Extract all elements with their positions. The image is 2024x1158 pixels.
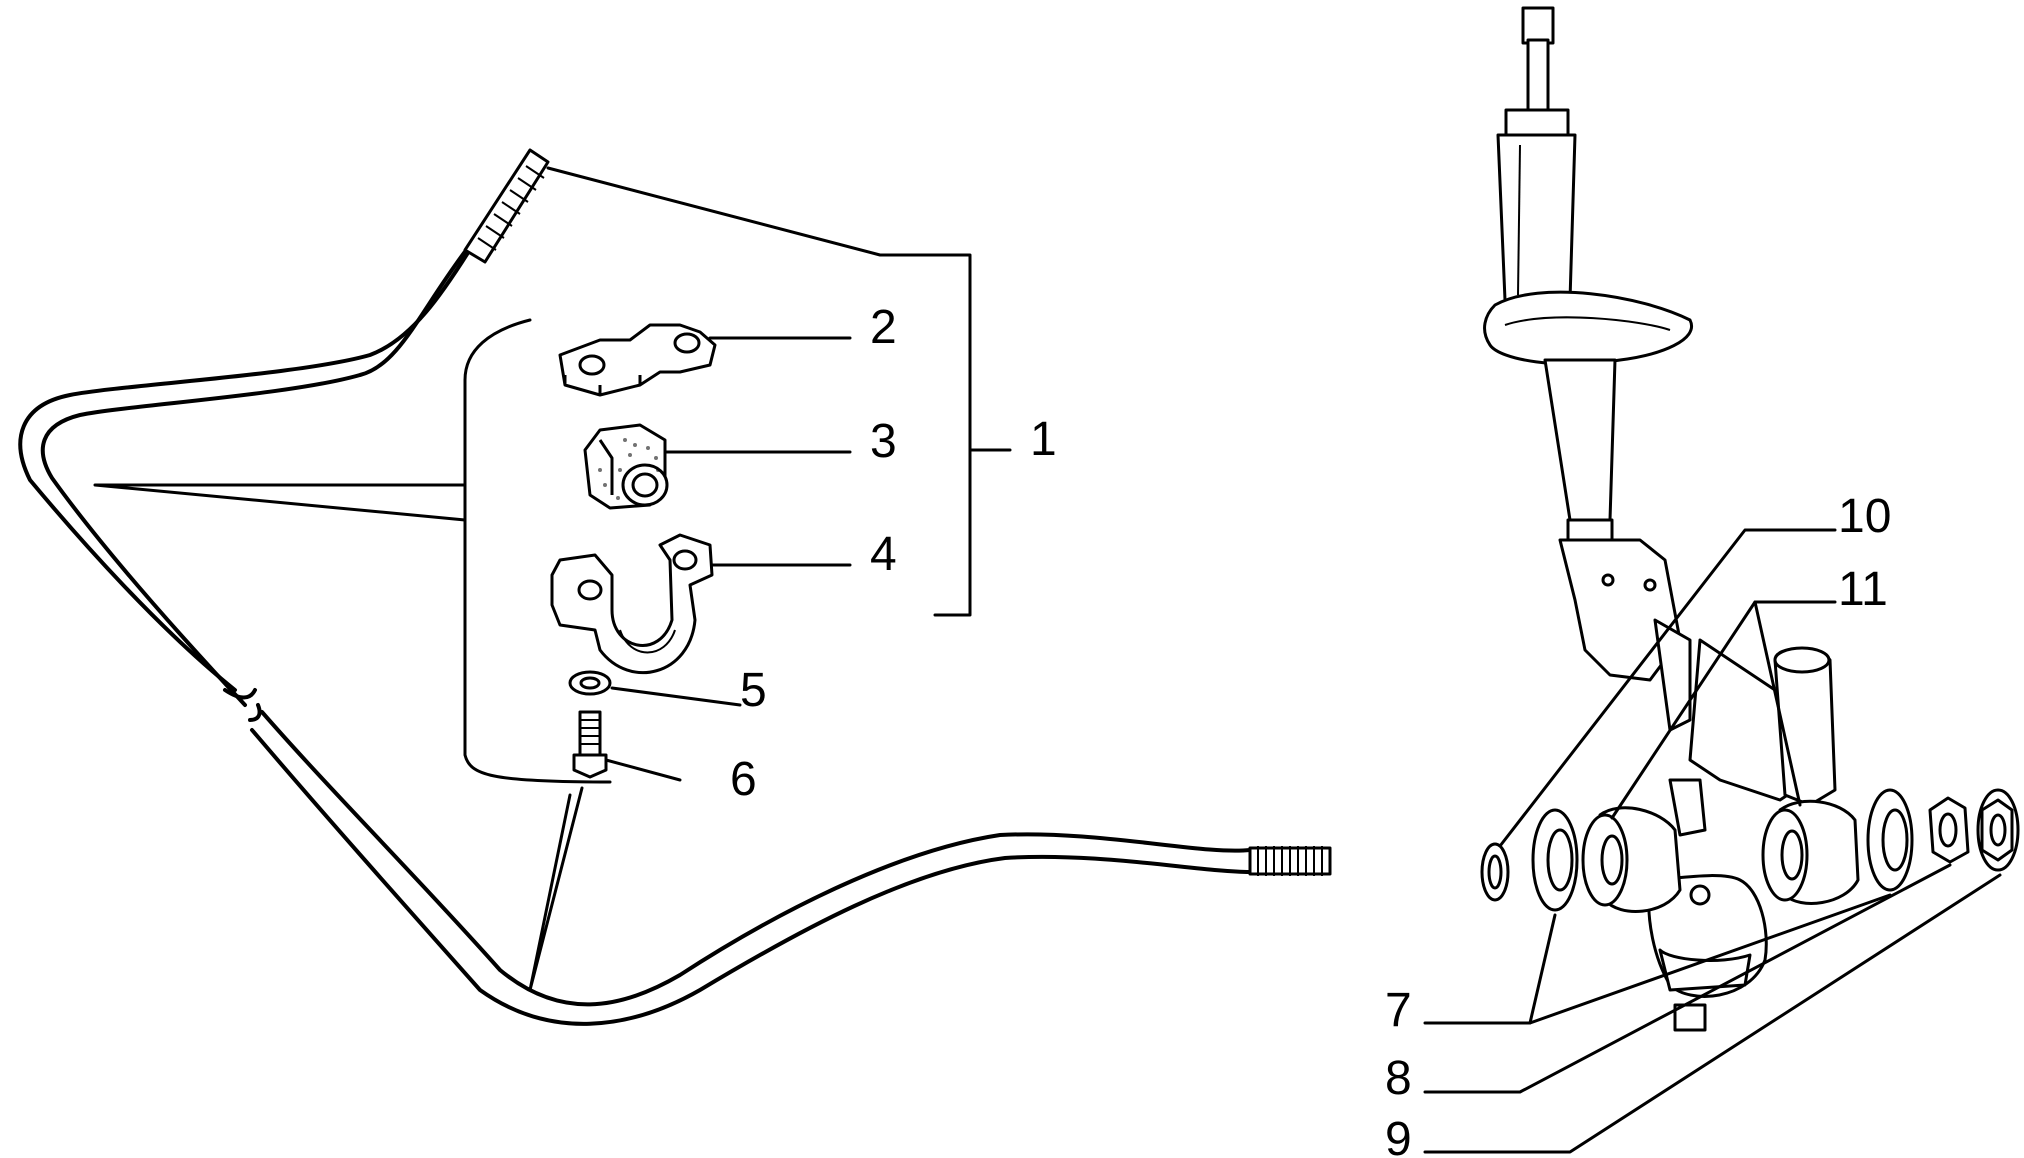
cup-washer-right xyxy=(1866,788,1914,892)
callout-5: 5 xyxy=(740,664,767,717)
outer-ring xyxy=(1480,842,1510,902)
callout-3: 3 xyxy=(870,415,897,468)
callout-7: 7 xyxy=(1385,984,1412,1037)
link-bushing xyxy=(1581,806,1682,913)
outer-bushing xyxy=(1761,799,1860,905)
bushing-group-outline xyxy=(93,318,612,992)
u-clamp-bracket xyxy=(550,533,714,675)
washer xyxy=(568,670,612,696)
rubber-bushing xyxy=(583,423,669,510)
group-bracket-1 xyxy=(546,166,1012,617)
callout-8: 8 xyxy=(1385,1052,1412,1105)
flange-nut xyxy=(1976,788,2020,872)
bolt xyxy=(572,710,608,779)
stabilizer-bar xyxy=(18,148,1332,1026)
mounting-bracket-plate xyxy=(558,323,717,397)
cup-washer xyxy=(1531,808,1579,912)
nut xyxy=(1928,796,1970,864)
shock-absorber-strut xyxy=(1483,6,1694,732)
callout-6: 6 xyxy=(730,753,757,806)
lower-control-arm-ball-joint xyxy=(1647,638,1837,1032)
leader-lines xyxy=(604,336,2002,1154)
callout-4: 4 xyxy=(870,528,897,581)
callout-10: 10 xyxy=(1838,490,1891,543)
callout-1: 1 xyxy=(1030,413,1057,466)
callout-9: 9 xyxy=(1385,1113,1412,1158)
callout-2: 2 xyxy=(870,301,897,354)
callout-11: 11 xyxy=(1838,563,1888,616)
